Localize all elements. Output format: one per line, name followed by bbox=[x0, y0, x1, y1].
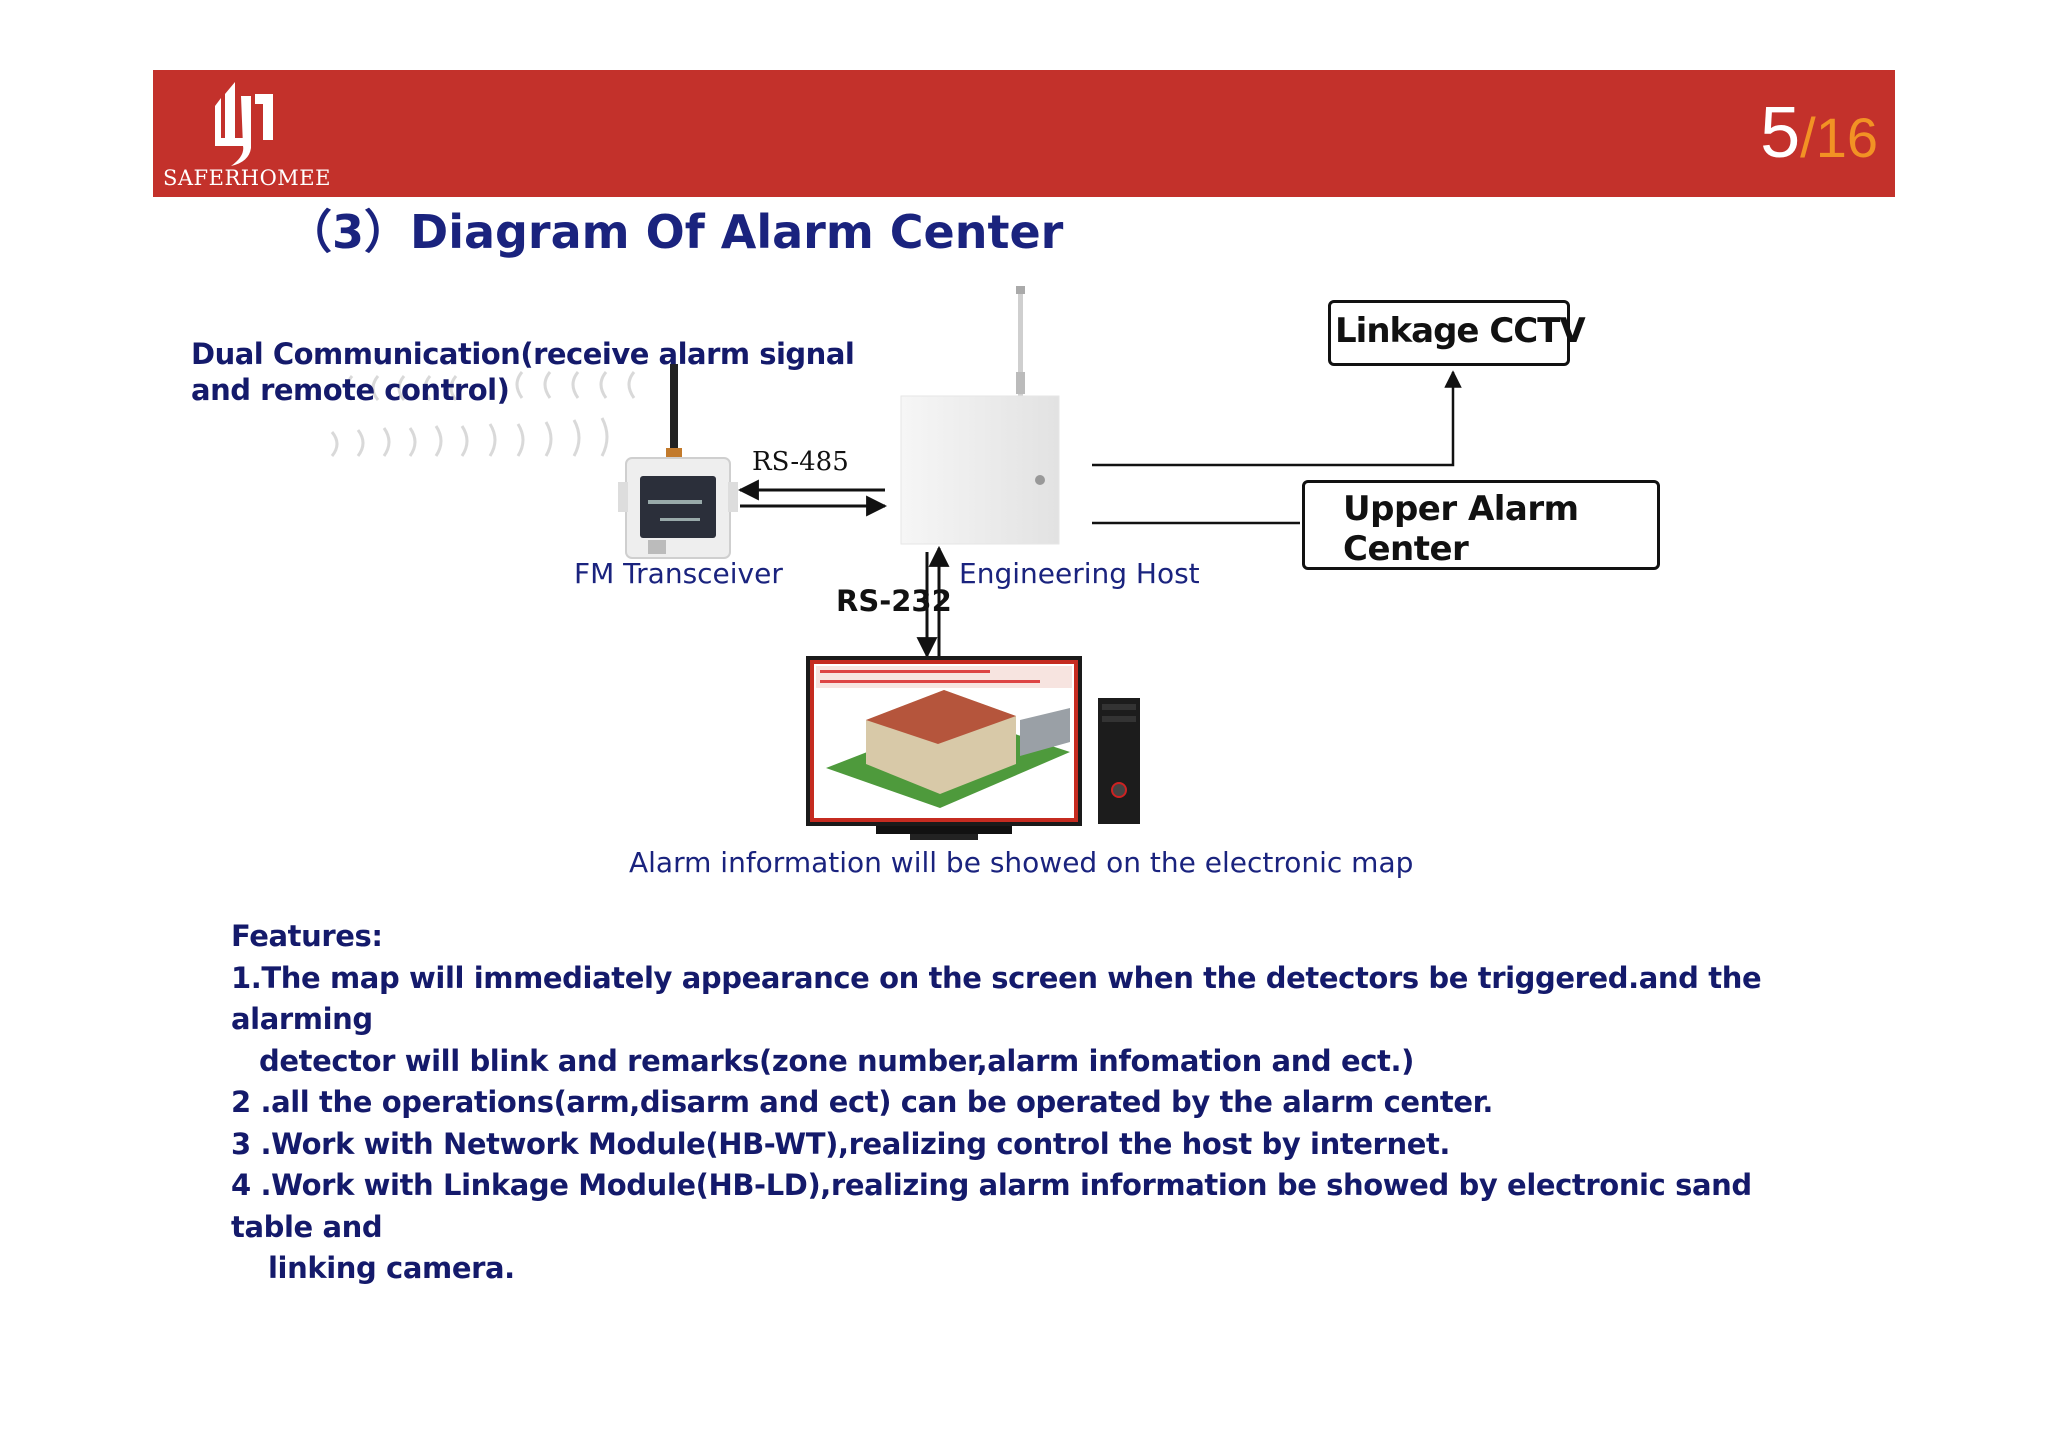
wireless-waves-icon bbox=[330, 371, 636, 457]
feature-1b: detector will blink and remarks(zone num… bbox=[259, 1043, 1414, 1078]
rs232-label: RS-232 bbox=[836, 584, 952, 618]
linkage-cctv-label: Linkage CCTV bbox=[1335, 311, 1586, 351]
feature-4a: 4 .Work with Linkage Module(HB-LD),reali… bbox=[231, 1168, 1752, 1244]
features-section: Features: 1.The map will immediately app… bbox=[231, 916, 1811, 1290]
engineering-host-label: Engineering Host bbox=[959, 557, 1200, 590]
feature-2: 2 .all the operations(arm,disarm and ect… bbox=[231, 1085, 1493, 1119]
upper-line-2: Center bbox=[1343, 529, 1469, 569]
feature-4b: linking camera. bbox=[268, 1251, 515, 1285]
fm-transceiver-device bbox=[618, 364, 738, 559]
linkage-cctv-box: Linkage CCTV bbox=[1328, 300, 1586, 366]
upper-alarm-center-label: Upper Alarm Center bbox=[1343, 489, 1579, 569]
page-title: （3）Diagram Of Alarm Center bbox=[286, 205, 1064, 259]
feature-3: 3 .Work with Network Module(HB-WT),reali… bbox=[231, 1126, 1451, 1161]
fm-transceiver-label: FM Transceiver bbox=[574, 557, 783, 590]
page-current: 5 bbox=[1760, 93, 1801, 173]
host-to-cctv-line bbox=[1092, 370, 1462, 467]
brand-name: SAFERHOMEE bbox=[163, 166, 331, 190]
upper-alarm-center-box: Upper Alarm Center bbox=[1302, 480, 1660, 570]
feature-1a: 1.The map will immediately appearance on… bbox=[231, 960, 1762, 1037]
page-total: /16 bbox=[1800, 106, 1878, 169]
map-caption: Alarm information will be showed on the … bbox=[629, 846, 1414, 879]
features-heading: Features: bbox=[231, 919, 383, 953]
engineering-host-device bbox=[900, 286, 1060, 545]
electronic-map-monitor bbox=[806, 656, 1082, 840]
pc-tower-icon bbox=[1098, 698, 1140, 824]
dual-communication-label: Dual Communication(receive alarm signal … bbox=[191, 336, 855, 408]
dual-line-1: Dual Communication(receive alarm signal bbox=[191, 337, 855, 371]
saferhomee-logo-icon bbox=[215, 82, 273, 166]
header-banner bbox=[153, 70, 1895, 197]
dual-line-2: and remote control) bbox=[191, 373, 510, 407]
page-number: 5/16 bbox=[1760, 97, 1878, 169]
rs485-label: RS-485 bbox=[752, 447, 849, 477]
upper-line-1: Upper Alarm bbox=[1343, 489, 1579, 529]
